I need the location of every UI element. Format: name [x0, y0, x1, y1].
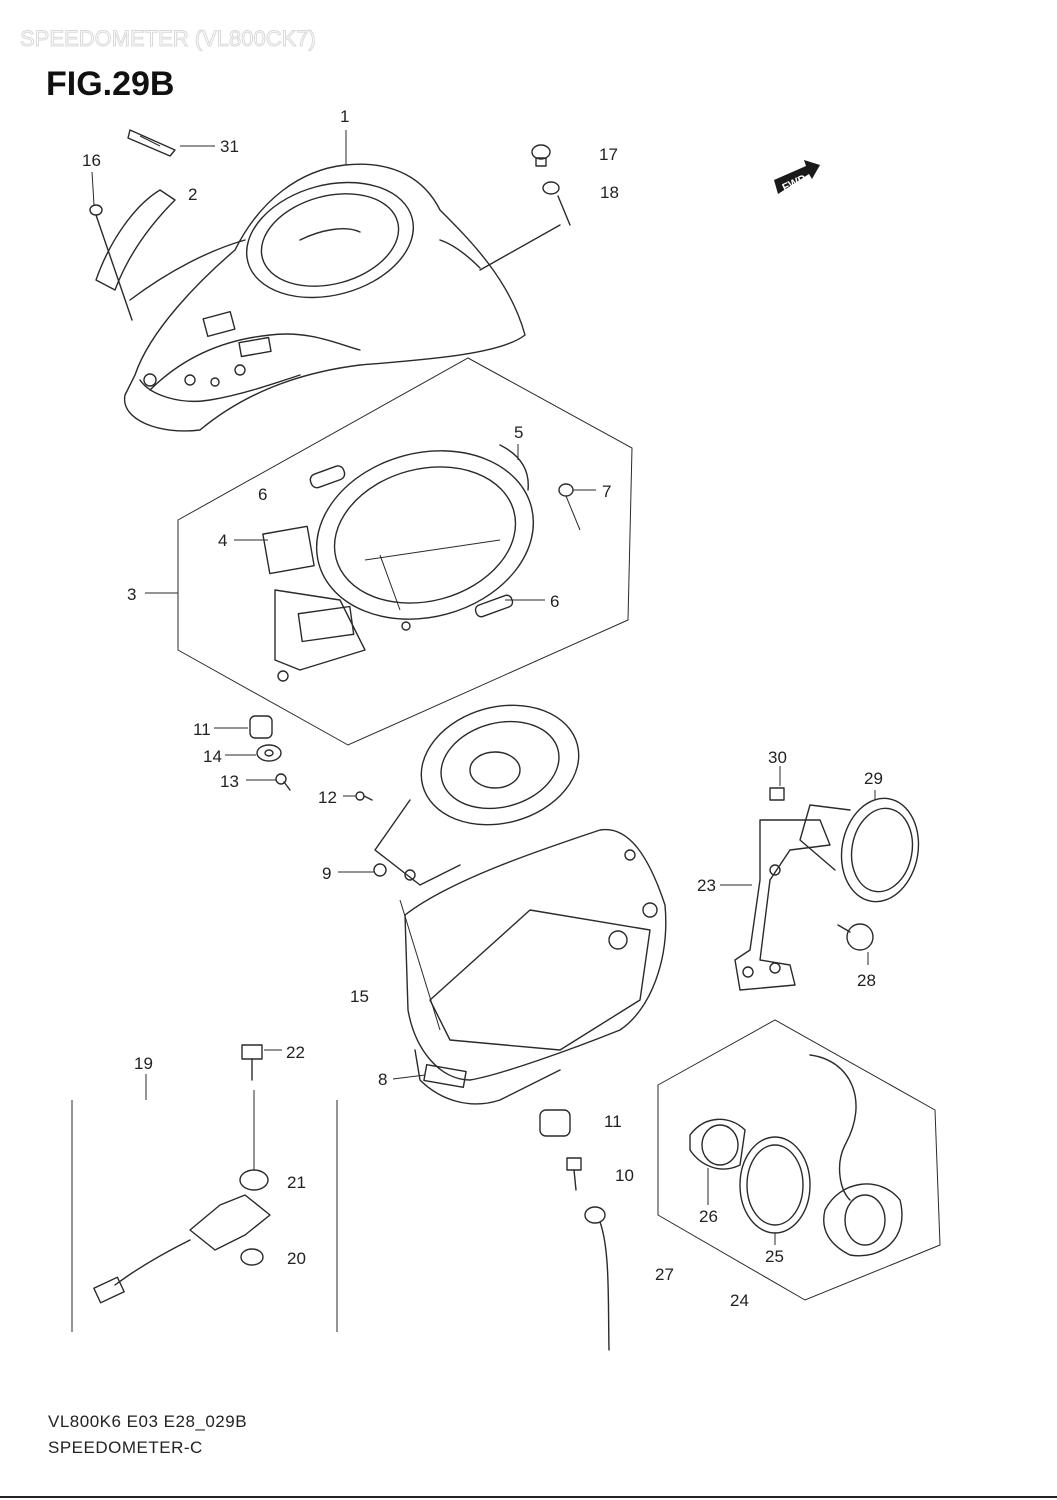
leader-lines — [91, 130, 876, 1245]
callout-9: 9 — [322, 864, 331, 883]
callout-labels: 1 2 3 4 5 6 6 7 8 9 10 11 11 12 13 14 15… — [82, 107, 883, 1310]
part-2-bracket — [95, 189, 246, 301]
part-22-bolt — [241, 1044, 263, 1081]
part-8-base — [414, 1049, 561, 1105]
part-28-clip — [837, 923, 874, 951]
part-13-screw — [275, 773, 291, 791]
callout-5: 5 — [514, 423, 523, 442]
callout-4: 4 — [218, 531, 227, 550]
callout-27: 27 — [655, 1265, 674, 1284]
callout-25: 25 — [765, 1247, 784, 1266]
part-9-screw — [373, 863, 416, 881]
callout-29: 29 — [864, 769, 883, 788]
part-10-screw — [566, 1157, 582, 1191]
part-18-washer — [479, 181, 571, 271]
callout-2: 2 — [188, 185, 197, 204]
meter-cover — [124, 163, 526, 432]
part-20-bolt — [240, 1248, 264, 1266]
callout-19: 19 — [134, 1054, 153, 1073]
callout-31: 31 — [220, 137, 239, 156]
figure-title: FIG.29B — [46, 65, 174, 103]
callout-20: 20 — [287, 1249, 306, 1268]
callout-15: 15 — [350, 987, 369, 1006]
part-11-grommet-lower — [539, 1109, 571, 1137]
part-29-lamp — [799, 797, 920, 903]
speedometer-cable — [584, 1206, 610, 1351]
fwd-arrow-icon: FWD — [774, 160, 820, 194]
callout-28: 28 — [857, 971, 876, 990]
part-23-bracket — [734, 819, 831, 991]
diagram-caption: SPEEDOMETER-C — [48, 1438, 203, 1457]
part-17-bolt — [531, 144, 551, 167]
callout-13: 13 — [220, 772, 239, 791]
callout-8: 8 — [378, 1070, 387, 1089]
callout-24: 24 — [730, 1291, 749, 1310]
part-30-nut — [769, 787, 785, 801]
callout-11-upper: 11 — [193, 720, 211, 739]
part-14-washer — [256, 744, 282, 762]
callout-30: 30 — [768, 748, 787, 767]
callout-7: 7 — [602, 482, 611, 501]
callout-18: 18 — [600, 183, 619, 202]
callout-23: 23 — [697, 876, 716, 895]
part-19-sensor-assembly — [71, 1100, 338, 1332]
part-15-case — [399, 828, 667, 1081]
callout-12: 12 — [318, 788, 337, 807]
part-3-gauge-assembly — [177, 357, 633, 746]
part-16-screw — [89, 204, 133, 321]
speedometer-face — [374, 704, 580, 886]
callout-16: 16 — [82, 151, 101, 170]
part-24-indicator-assembly — [657, 1019, 941, 1301]
callout-22: 22 — [286, 1043, 305, 1062]
part-21-collar — [239, 1090, 269, 1191]
diagram-code: VL800K6 E03 E28_029B — [48, 1412, 247, 1431]
callout-14: 14 — [203, 747, 222, 766]
callout-10: 10 — [615, 1166, 634, 1185]
ghost-title: SPEEDOMETER (VL800CK7) — [20, 26, 316, 51]
callout-6a: 6 — [258, 485, 267, 504]
callout-6b: 6 — [550, 592, 559, 611]
callout-3: 3 — [127, 585, 136, 604]
callout-17: 17 — [599, 145, 618, 164]
part-31-clip — [127, 129, 176, 157]
callout-11-lower: 11 — [604, 1112, 622, 1131]
callout-26: 26 — [699, 1207, 718, 1226]
callout-1: 1 — [340, 107, 349, 126]
part-12-screw — [355, 791, 373, 801]
callout-21: 21 — [287, 1173, 306, 1192]
part-11-grommet-upper — [249, 715, 273, 739]
